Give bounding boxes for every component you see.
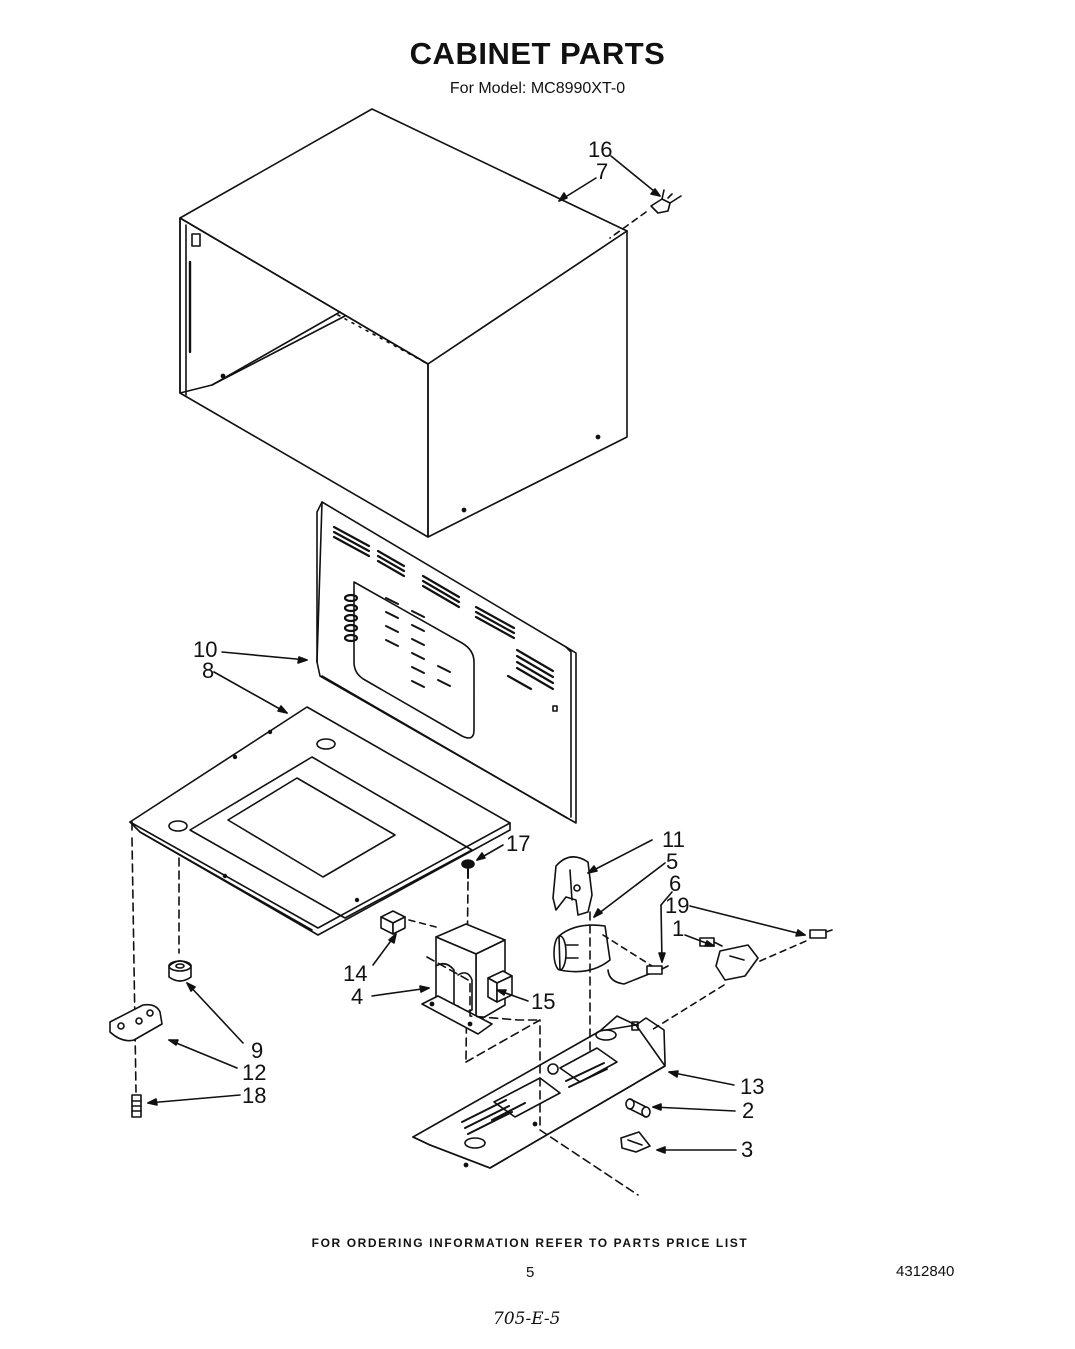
screw-part-17 — [461, 859, 475, 879]
back-panel — [316, 501, 577, 824]
callout-6: 6 — [669, 871, 681, 896]
capacitor-part-5 — [553, 924, 611, 973]
callout-17: 17 — [506, 831, 530, 856]
callout-16: 16 — [588, 137, 612, 162]
base-plate — [129, 706, 511, 936]
callout-4: 4 — [351, 984, 363, 1009]
callout-15: 15 — [531, 989, 555, 1014]
bracket-part-12 — [109, 1003, 163, 1042]
screw-part-16 — [650, 189, 682, 214]
page-number: 5 — [526, 1264, 535, 1281]
leader-lines — [147, 155, 806, 1154]
model-subtitle: For Model: MC8990XT-0 — [449, 80, 626, 97]
callout-labels: 16 7 10 8 17 11 5 6 19 1 14 4 15 9 12 18… — [193, 137, 764, 1162]
callout-7: 7 — [596, 159, 608, 184]
bushing-part-2 — [625, 1098, 651, 1118]
mounting-bracket-part-13 — [412, 1015, 666, 1169]
page-title: CABINET PARTS — [409, 36, 666, 71]
callout-14: 14 — [343, 961, 367, 986]
document-number: 4312840 — [896, 1263, 955, 1280]
diode-part-6 — [607, 965, 669, 985]
callout-19: 19 — [665, 893, 689, 918]
screw-part-19 — [809, 929, 833, 939]
callout-12: 12 — [242, 1060, 266, 1085]
block-part-14 — [380, 910, 406, 935]
callout-9: 9 — [251, 1038, 263, 1063]
capacitor-box-part-15 — [487, 970, 513, 1003]
callout-3: 3 — [741, 1137, 753, 1162]
callout-5: 5 — [666, 849, 678, 874]
callout-8: 8 — [202, 658, 214, 683]
clip-part-3 — [620, 1131, 651, 1153]
callout-13: 13 — [740, 1074, 764, 1099]
callout-18: 18 — [242, 1083, 266, 1108]
callout-11: 11 — [662, 827, 685, 852]
transformer-part-4 — [421, 923, 506, 1035]
ordering-info-note: FOR ORDERING INFORMATION REFER TO PARTS … — [311, 1236, 749, 1250]
foot-part-9 — [168, 960, 192, 982]
callout-10: 10 — [193, 637, 217, 662]
cabinet-wrapper — [179, 108, 628, 538]
handwritten-code: 705-E-5 — [493, 1309, 561, 1329]
bracket-part-11 — [552, 856, 593, 916]
callout-2: 2 — [742, 1098, 754, 1123]
switch-part-1 — [699, 937, 759, 981]
screw-part-18 — [131, 1094, 142, 1118]
callout-1: 1 — [672, 916, 684, 941]
